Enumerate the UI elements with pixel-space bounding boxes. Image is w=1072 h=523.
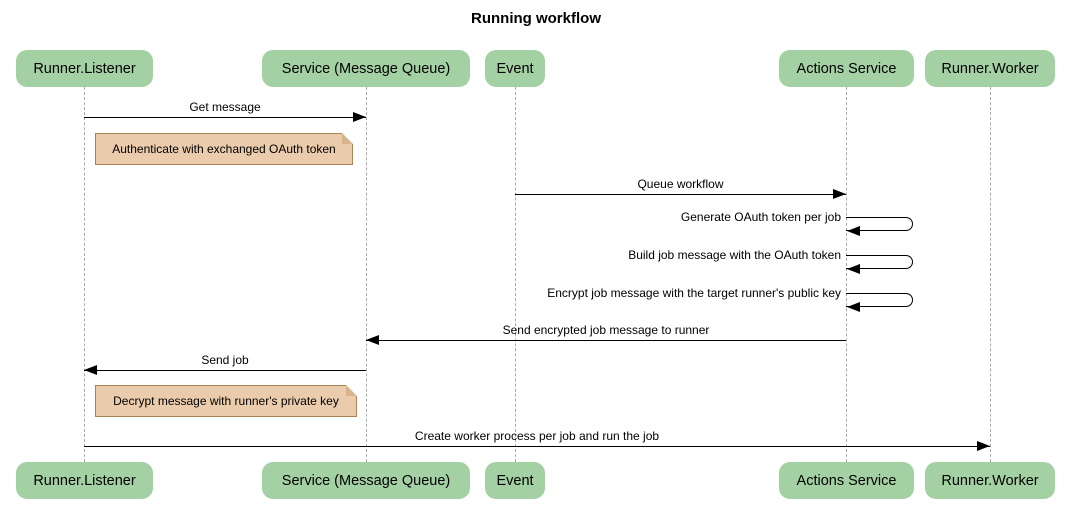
participant-runner-worker-top: Runner.Worker — [925, 50, 1055, 87]
participant-service-message-queue-top: Service (Message Queue) — [262, 50, 470, 87]
participant-label: Event — [496, 472, 534, 489]
lifeline-service-message-queue — [366, 87, 367, 462]
arrowhead-right-icon — [353, 112, 366, 122]
note-authenticate: Authenticate with exchanged OAuth token — [95, 133, 353, 165]
self-loop-line — [846, 255, 913, 269]
self-loop-line — [846, 217, 913, 231]
participant-label: Runner.Worker — [941, 60, 1039, 77]
message-label-create-worker: Create worker process per job and run th… — [414, 429, 660, 443]
participant-label: Runner.Listener — [33, 472, 136, 489]
arrowhead-left-icon — [847, 264, 860, 274]
message-line — [84, 117, 366, 118]
lifeline-event — [515, 87, 516, 462]
lifeline-runner-listener — [84, 87, 85, 462]
note-decrypt: Decrypt message with runner's private ke… — [95, 385, 357, 417]
participant-runner-listener-bottom: Runner.Listener — [16, 462, 153, 499]
message-line — [84, 446, 990, 447]
arrowhead-right-icon — [833, 189, 846, 199]
message-line — [515, 194, 846, 195]
note-fold-icon — [342, 133, 353, 144]
participant-actions-service-top: Actions Service — [779, 50, 914, 87]
message-label-send-encrypted: Send encrypted job message to runner — [502, 323, 710, 337]
message-label-send-job: Send job — [201, 353, 249, 367]
message-line — [366, 340, 846, 341]
participant-actions-service-bottom: Actions Service — [779, 462, 914, 499]
participant-event-top: Event — [485, 50, 545, 87]
participant-event-bottom: Event — [485, 462, 545, 499]
participant-label: Actions Service — [796, 60, 897, 77]
lifeline-actions-service — [846, 87, 847, 462]
participant-label: Service (Message Queue) — [281, 60, 451, 77]
message-line — [84, 370, 366, 371]
lifeline-runner-worker — [990, 87, 991, 462]
participant-label: Runner.Worker — [941, 472, 1039, 489]
message-label-encrypt-job-message: Encrypt job message with the target runn… — [547, 286, 841, 300]
note-fold-icon — [346, 385, 357, 396]
diagram-title: Running workflow — [471, 10, 601, 27]
participant-label: Runner.Listener — [33, 60, 136, 77]
arrowhead-left-icon — [84, 365, 97, 375]
participant-label: Event — [496, 60, 534, 77]
message-label-queue-workflow: Queue workflow — [637, 177, 724, 191]
arrowhead-left-icon — [366, 335, 379, 345]
participant-service-message-queue-bottom: Service (Message Queue) — [262, 462, 470, 499]
participant-label: Service (Message Queue) — [281, 472, 451, 489]
participant-label: Actions Service — [796, 472, 897, 489]
message-label-get-message: Get message — [189, 100, 261, 114]
arrowhead-left-icon — [847, 302, 860, 312]
message-label-generate-oauth-token: Generate OAuth token per job — [680, 210, 841, 224]
message-label-build-job-message: Build job message with the OAuth token — [628, 248, 841, 262]
self-loop-line — [846, 293, 913, 307]
note-text: Decrypt message with runner's private ke… — [113, 394, 339, 408]
participant-runner-listener-top: Runner.Listener — [16, 50, 153, 87]
arrowhead-right-icon — [977, 441, 990, 451]
participant-runner-worker-bottom: Runner.Worker — [925, 462, 1055, 499]
note-text: Authenticate with exchanged OAuth token — [112, 142, 336, 156]
arrowhead-left-icon — [847, 226, 860, 236]
